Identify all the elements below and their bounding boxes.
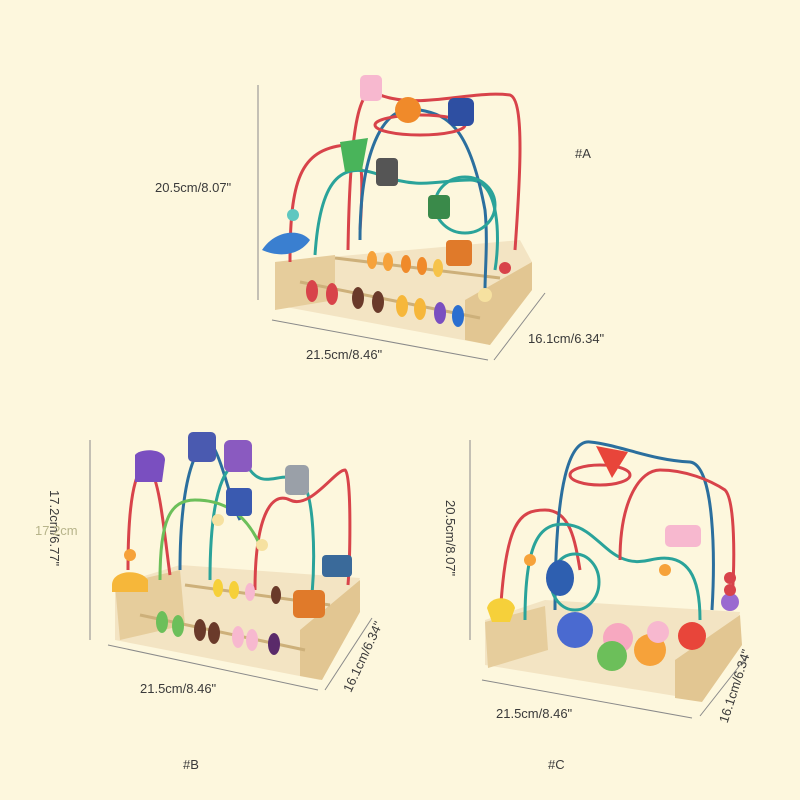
flower-icon xyxy=(665,525,701,547)
apple-icon xyxy=(678,622,706,650)
fire-truck-icon xyxy=(293,590,325,618)
toy-a-depth-label: 16.1cm/6.34" xyxy=(528,331,605,346)
toy-c-base-right xyxy=(675,615,742,702)
toy-a-depth-line xyxy=(493,292,546,361)
taxi-icon xyxy=(112,572,148,592)
toy-a-width-label: 21.5cm/8.46" xyxy=(306,347,383,362)
bunny-icon xyxy=(360,75,382,101)
toy-a-width-line xyxy=(271,319,489,361)
toy-b-base-right xyxy=(300,580,360,680)
toy-c-gears xyxy=(557,612,669,671)
toy-a-wire-red-2 xyxy=(346,90,522,251)
bus-icon xyxy=(188,432,216,462)
toy-c-width-label: 21.5cm/8.46" xyxy=(496,706,573,721)
toy-c-wire-blue xyxy=(553,440,715,611)
toy-b-wire-green xyxy=(158,498,264,581)
toy-a-wire-blue xyxy=(358,107,488,291)
toy-a-abacus-back xyxy=(367,251,443,277)
toy-c-tag: #C xyxy=(548,757,565,772)
toy-c-wire-red-2 xyxy=(618,468,736,601)
toy-a-illustration xyxy=(257,75,546,361)
toy-c-wire-red xyxy=(498,508,582,621)
toy-a-bead xyxy=(478,288,492,302)
toy-a-base-right xyxy=(465,262,532,345)
toy-b-width-line xyxy=(107,644,319,691)
toy-b-abacus-front xyxy=(156,611,280,655)
owl-icon xyxy=(448,98,474,126)
toy-c-bead xyxy=(524,554,536,566)
lion-icon xyxy=(446,240,472,266)
toy-b-bead xyxy=(212,514,224,526)
pear-icon xyxy=(487,598,515,622)
van-icon xyxy=(322,555,352,577)
toy-b-bead xyxy=(256,539,268,551)
toy-a-tag: #A xyxy=(575,146,591,161)
dinosaur-icon xyxy=(340,138,368,172)
car-block-icon xyxy=(226,488,252,516)
toy-c-depth-line xyxy=(699,654,749,717)
toy-c-width-line xyxy=(481,679,693,719)
city-icon xyxy=(224,440,252,472)
turtle-icon xyxy=(428,195,450,219)
watermelon-icon xyxy=(596,446,628,478)
lion-bead-icon xyxy=(395,97,421,123)
zebra-icon xyxy=(376,158,398,186)
traffic-light-icon xyxy=(285,465,309,495)
rainbow-icon xyxy=(135,450,165,482)
toy-c-wire-teal xyxy=(523,522,702,621)
toy-b-abacus-back xyxy=(213,579,281,604)
toy-b-wire-teal xyxy=(208,462,316,596)
toy-b-illustration xyxy=(89,432,373,691)
toy-b-wire-red-2 xyxy=(253,468,352,591)
toy-b-bead xyxy=(124,549,136,561)
toy-c-wire-spiral xyxy=(568,463,632,487)
toy-c-bead xyxy=(724,584,736,596)
banana-icon xyxy=(546,560,574,596)
grape-icon xyxy=(721,593,739,611)
toy-b-depth-line xyxy=(324,617,373,691)
toy-a-bead xyxy=(499,262,511,274)
whale-icon xyxy=(262,232,310,255)
toy-a-bead xyxy=(287,209,299,221)
toy-b-tag: #B xyxy=(183,757,199,772)
toy-b-width-label: 21.5cm/8.46" xyxy=(140,681,217,696)
toy-a-abacus-front xyxy=(306,280,464,327)
toy-a-height-label: 20.5cm/8.07" xyxy=(155,180,232,195)
toy-b-height-ghost-label: 17.2cm xyxy=(35,523,78,538)
toy-c-height-label: 20.5cm/8.07" xyxy=(443,500,458,577)
toy-c-bead xyxy=(659,564,671,576)
toy-c-illustration xyxy=(469,440,749,719)
toy-c-bead xyxy=(724,572,736,584)
